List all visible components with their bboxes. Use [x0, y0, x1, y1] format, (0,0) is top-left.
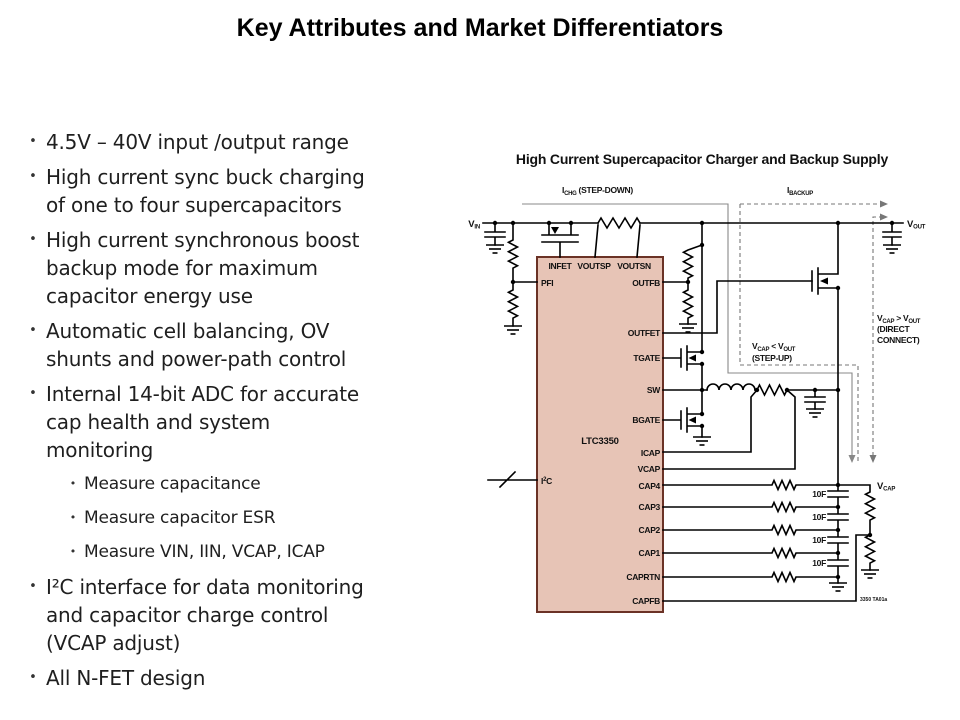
bullet-icon: •: [29, 134, 37, 149]
pin-vcap: VCAP: [638, 464, 661, 474]
pin-voutsn: VOUTSN: [617, 261, 651, 271]
circuit-diagram: High Current Supercapacitor Charger and …: [455, 145, 960, 627]
list-item: • All N-FET design: [20, 664, 460, 692]
cap-value-label: 10F: [812, 535, 826, 545]
pin-caprtn: CAPRTN: [626, 572, 660, 582]
ic-part-number: LTC3350: [581, 436, 619, 447]
cap-value-label: 10F: [812, 512, 826, 522]
diagram-title: High Current Supercapacitor Charger and …: [516, 151, 889, 167]
list-item: • Measure VIN, IIN, VCAP, ICAP: [62, 539, 460, 565]
list-item: • I²C interface for data monitoring and …: [20, 573, 460, 657]
page-title: Key Attributes and Market Differentiator…: [236, 14, 724, 42]
sub-bullet-list: • Measure capacitance • Measure capacito…: [62, 471, 460, 565]
bullet-text: 4.5V – 40V input /output range: [46, 130, 349, 154]
bullet-text: shunts and power-path control: [46, 347, 347, 371]
pin-tgate: TGATE: [633, 353, 660, 363]
bullet-text: Internal 14-bit ADC for accurate: [46, 382, 359, 406]
cap-value-label: 10F: [812, 489, 826, 499]
list-item: • Internal 14-bit ADC for accurate cap h…: [20, 380, 460, 464]
junction-dots: [492, 220, 895, 580]
pin-cap1: CAP1: [639, 548, 661, 558]
pin-outfb: OUTFB: [632, 278, 660, 288]
pin-cap4: CAP4: [639, 481, 661, 491]
bullet-icon: •: [69, 545, 77, 558]
bullet-text: Measure capacitor ESR: [84, 508, 276, 528]
bullet-icon: •: [29, 323, 37, 338]
bullet-icon: •: [29, 670, 37, 685]
bullet-text: (VCAP adjust): [46, 631, 181, 655]
bullet-text: Measure VIN, IIN, VCAP, ICAP: [84, 542, 325, 562]
ichg-label: ICHG (STEP-DOWN): [562, 185, 633, 197]
cap-value-label: 10F: [812, 558, 826, 568]
charge-path-annotation: [522, 203, 856, 463]
stepup-label-line2: (STEP-UP): [752, 353, 792, 363]
ic-body: [536, 256, 664, 613]
pin-cap3: CAP3: [639, 502, 661, 512]
pin-cap2: CAP2: [639, 525, 661, 535]
list-item: • Automatic cell balancing, OV shunts an…: [20, 317, 460, 373]
pin-infet: INFET: [548, 261, 572, 271]
bullet-icon: •: [69, 477, 77, 490]
stepup-label: VCAP < VOUT: [752, 341, 796, 353]
bullet-text: Measure capacitance: [84, 474, 261, 494]
bullet-text: capacitor energy use: [46, 284, 253, 308]
pin-sw: SW: [647, 385, 661, 395]
bullet-text: of one to four supercapacitors: [46, 193, 342, 217]
bullet-text: I²C interface for data monitoring: [46, 575, 364, 599]
direct-connect-label: VCAP > VOUT: [877, 313, 921, 325]
pin-capfb: CAPFB: [632, 596, 660, 606]
vin-label: VIN: [468, 219, 480, 231]
bullet-text: High current sync buck charging: [46, 165, 365, 189]
list-item: • High current sync buck charging of one…: [20, 163, 460, 219]
bullet-icon: •: [29, 579, 37, 594]
list-item: • Measure capacitor ESR: [62, 505, 460, 531]
direct-connect-label-line3: CONNECT): [877, 335, 920, 345]
bullet-text: monitoring: [46, 438, 154, 462]
bullet-icon: •: [69, 511, 77, 524]
list-item: • Measure capacitance: [62, 471, 460, 497]
bullet-text: High current synchronous boost: [46, 228, 360, 252]
pin-i2c: I2C: [541, 476, 552, 486]
ibackup-label: IBACKUP: [787, 185, 813, 197]
pin-outfet: OUTFET: [628, 328, 661, 338]
pin-voutsp: VOUTSP: [577, 261, 611, 271]
pin-pfi: PFI: [541, 278, 553, 288]
bullet-text: backup mode for maximum: [46, 256, 318, 280]
bullet-icon: •: [29, 386, 37, 401]
pin-bgate: BGATE: [632, 415, 660, 425]
direct-connect-label-line2: (DIRECT: [877, 324, 910, 334]
fet-arrows: [551, 227, 828, 424]
bullet-text: All N-FET design: [46, 666, 206, 690]
ic-pin-labels: INFET VOUTSP VOUTSN PFI I2C LTC3350 OUTF…: [541, 261, 662, 606]
list-item: • 4.5V – 40V input /output range: [20, 128, 460, 156]
bullet-icon: •: [29, 232, 37, 247]
list-item: • High current synchronous boost backup …: [20, 226, 460, 310]
bullet-list: • 4.5V – 40V input /output range • High …: [20, 128, 460, 699]
bullet-text: and capacitor charge control: [46, 603, 329, 627]
bullet-icon: •: [29, 169, 37, 184]
bullet-text: Automatic cell balancing, OV: [46, 319, 330, 343]
vout-label: VOUT: [907, 219, 926, 231]
figure-caption: 3350 TA01a: [860, 597, 887, 603]
backup-path-annotation: [739, 200, 888, 464]
bullet-text: cap health and system: [46, 410, 271, 434]
pin-icap: ICAP: [641, 448, 661, 458]
vcap-label: VCAP: [877, 481, 895, 493]
